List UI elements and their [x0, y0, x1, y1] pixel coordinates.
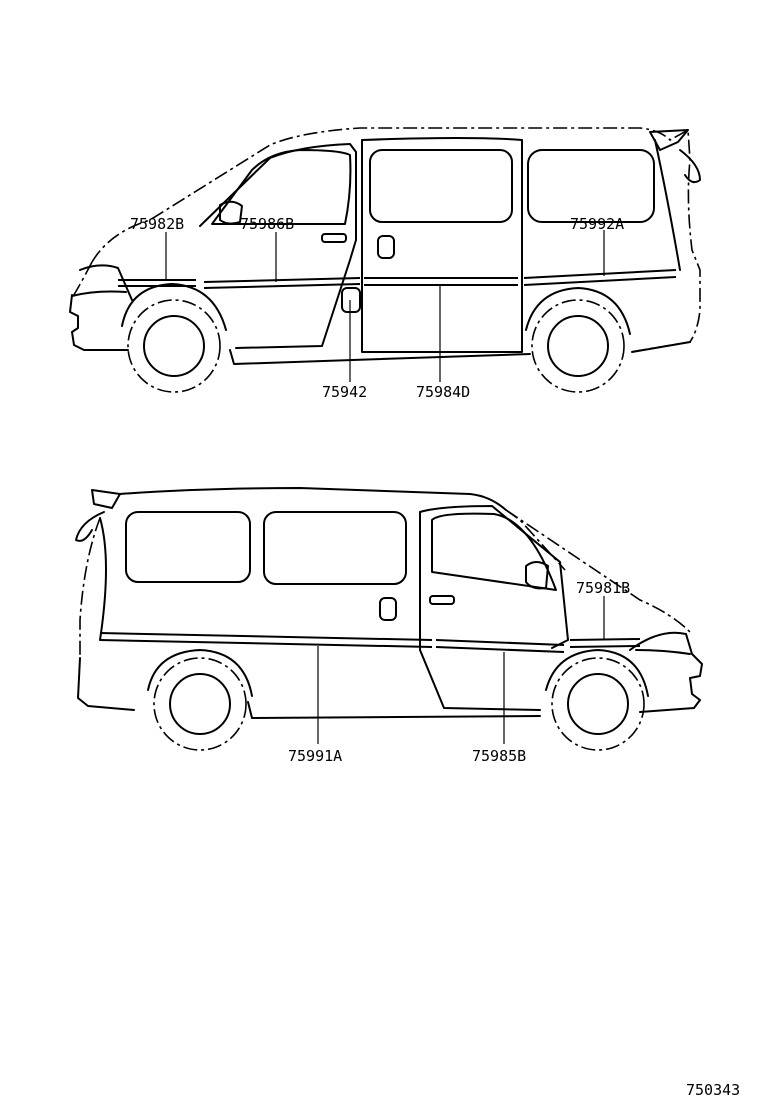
part-label-75985B: 75985B	[472, 747, 526, 765]
part-label-75992A: 75992A	[570, 215, 624, 233]
part-label-75981B: 75981B	[576, 579, 630, 597]
part-label-75982B: 75982B	[130, 215, 184, 233]
part-label-75942: 75942	[322, 383, 367, 401]
part-label-75986B: 75986B	[240, 215, 294, 233]
part-label-75984D: 75984D	[416, 383, 470, 401]
diagram-reference-number: 750343	[686, 1081, 740, 1099]
van-left-side-view	[69, 127, 701, 393]
part-label-75991A: 75991A	[288, 747, 342, 765]
van-right-side-view	[75, 487, 703, 751]
